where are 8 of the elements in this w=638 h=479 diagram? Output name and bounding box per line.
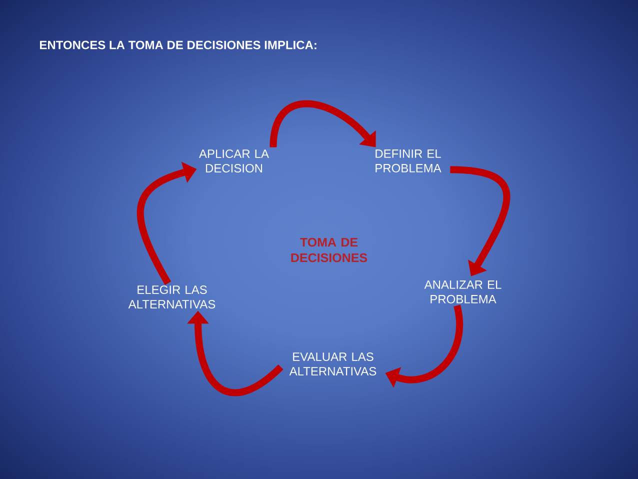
step-label: APLICAR LA DECISION bbox=[199, 150, 269, 172]
step-label: DEFINIR EL PROBLEMA bbox=[376, 150, 442, 172]
step-label: ELEGIR LAS ALTERNATIVAS bbox=[128, 286, 216, 308]
step-label: EVALUAR LAS ALTERNATIVAS bbox=[289, 352, 376, 376]
curved-arrow bbox=[270, 100, 376, 148]
step-label: ANALIZAR EL PROBLEMA bbox=[424, 280, 502, 304]
center-label: TOMA DE DECISIONES bbox=[291, 238, 368, 262]
title: ENTONCES LA TOMA DE DECISIONES IMPLICA: bbox=[40, 40, 316, 50]
